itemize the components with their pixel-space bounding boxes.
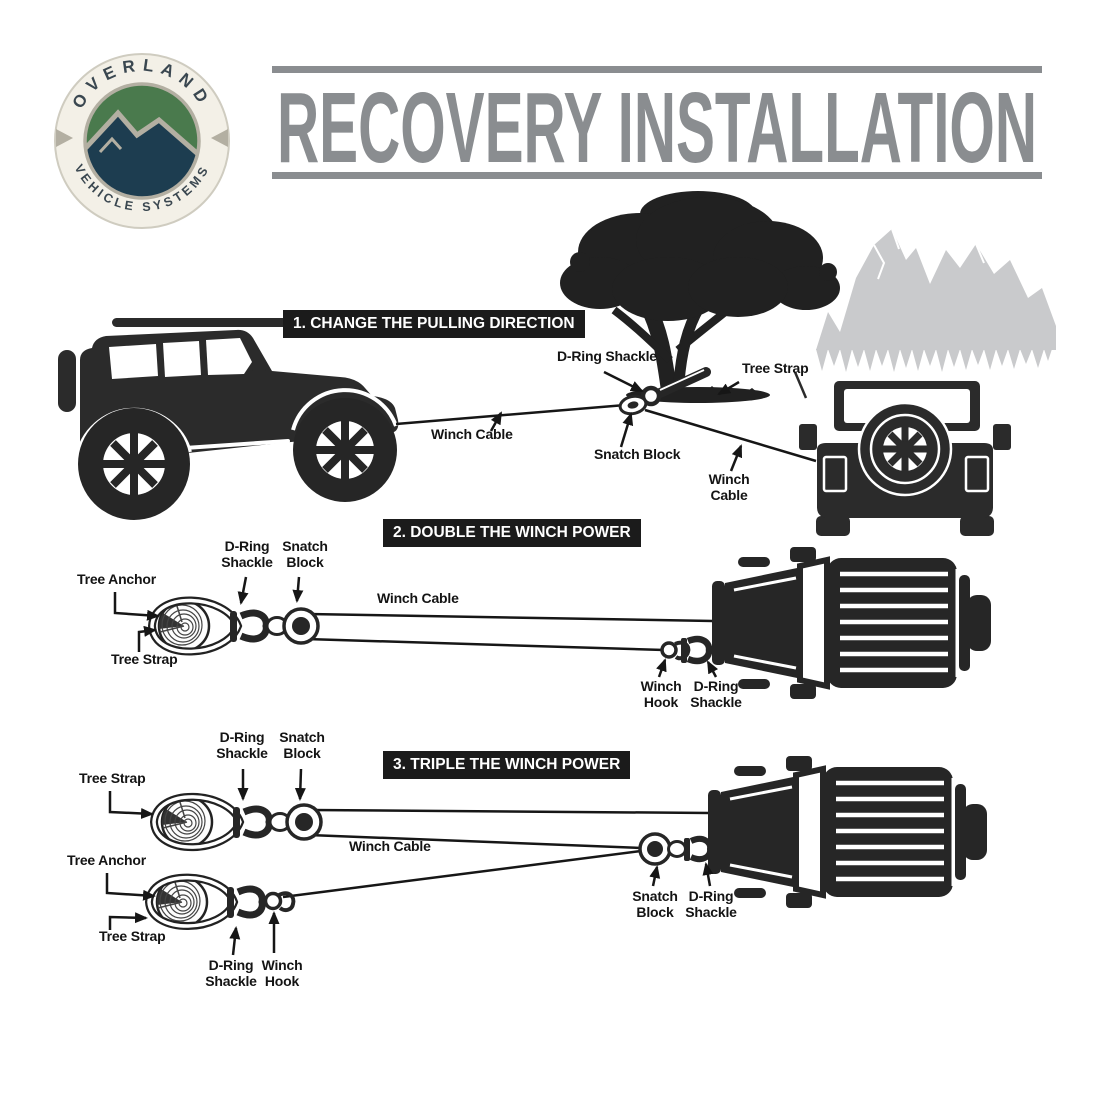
label-s1-tree-strap: Tree Strap <box>742 360 809 376</box>
title-bar-bottom <box>272 172 1042 179</box>
label-s3-d-ring-shackle: D-Ring Shackle <box>216 729 268 761</box>
mountains-illustration <box>816 228 1056 372</box>
tail-light-right <box>964 455 990 493</box>
logo-left-triangle-icon <box>56 129 73 147</box>
section1-rigging <box>395 367 817 463</box>
section-1-header: 1. CHANGE THE PULLING DIRECTION <box>283 310 585 338</box>
tail-light-left <box>822 455 848 493</box>
snatch-block-icon <box>282 607 320 645</box>
label-s3-winch-hook: Winch Hook <box>261 957 303 989</box>
label-s1-winch-cable-2: Winch Cable <box>708 471 750 503</box>
title-block: RECOVERY INSTALLATION <box>272 66 1042 184</box>
winch-cable-line <box>307 612 714 623</box>
jeep-side-view <box>58 318 399 520</box>
winch-cable-line <box>282 849 642 899</box>
jeep-top-view-3 <box>708 756 987 908</box>
d-ring-shackle-icon <box>230 609 270 643</box>
label-s2-tree-anchor: Tree Anchor <box>77 571 156 587</box>
snatch-block-icon <box>618 394 648 416</box>
callout-arrows <box>105 370 743 956</box>
label-s3-winch-cable: Winch Cable <box>349 838 431 854</box>
d-ring-shackle-icon <box>681 635 713 665</box>
label-s3-snatch-block-2: Snatch Block <box>632 888 678 920</box>
label-s2-d-ring-shackle-2: D-Ring Shackle <box>690 678 742 710</box>
label-s2-winch-cable: Winch Cable <box>377 590 459 606</box>
section3-rigging <box>144 792 714 930</box>
title-bar-top <box>272 66 1042 73</box>
label-s2-tree-strap: Tree Strap <box>111 651 178 667</box>
label-s2-d-ring-shackle: D-Ring Shackle <box>221 538 273 570</box>
snatch-block-icon <box>638 832 672 866</box>
spare-tire <box>857 401 953 497</box>
winch-cable-line <box>395 402 638 426</box>
d-ring-shackle-icon <box>227 885 266 919</box>
label-s3-d-ring-shackle-3: D-Ring Shackle <box>685 888 737 920</box>
jeep-side-front-wheel <box>293 398 397 502</box>
winch-hook-icon <box>263 891 296 913</box>
winch-cable-line <box>305 637 665 652</box>
jeep-top-view-2 <box>712 547 991 699</box>
winch-cable-line <box>644 408 817 463</box>
section-2-header: 2. DOUBLE THE WINCH POWER <box>383 519 641 547</box>
d-ring-shackle-icon <box>640 385 662 407</box>
logo-badge: OVERLAND VEHICLE SYSTEMS <box>54 53 230 229</box>
page-title: RECOVERY INSTALLATION <box>277 72 1037 184</box>
tree-strap-icon <box>653 367 711 399</box>
label-s3-d-ring-shackle-2: D-Ring Shackle <box>205 957 257 989</box>
snatch-block-icon <box>285 803 323 841</box>
section2-rigging <box>147 596 714 665</box>
d-ring-shackle-icon <box>684 835 714 863</box>
label-s2-winch-hook: Winch Hook <box>640 678 682 710</box>
section-3-header: 3. TRIPLE THE WINCH POWER <box>383 751 631 779</box>
tree-illustration <box>560 191 840 403</box>
label-s3-tree-strap-top: Tree Strap <box>79 770 146 786</box>
winch-cable-line <box>310 808 711 815</box>
label-s1-d-ring-shackle: D-Ring Shackle <box>557 348 657 364</box>
d-ring-shackle-icon <box>233 805 273 839</box>
winch-cable-line <box>308 833 643 850</box>
label-s1-snatch-block: Snatch Block <box>594 446 681 462</box>
logo-right-triangle-icon <box>211 129 228 147</box>
label-s3-tree-anchor: Tree Anchor <box>67 852 146 868</box>
label-s1-winch-cable: Winch Cable <box>431 426 513 442</box>
label-s3-snatch-block: Snatch Block <box>279 729 325 761</box>
jeep-side-rear-wheel <box>78 408 190 520</box>
label-s3-tree-strap-bottom: Tree Strap <box>99 928 166 944</box>
label-s2-snatch-block: Snatch Block <box>282 538 328 570</box>
jeep-rear-view <box>793 371 1011 536</box>
